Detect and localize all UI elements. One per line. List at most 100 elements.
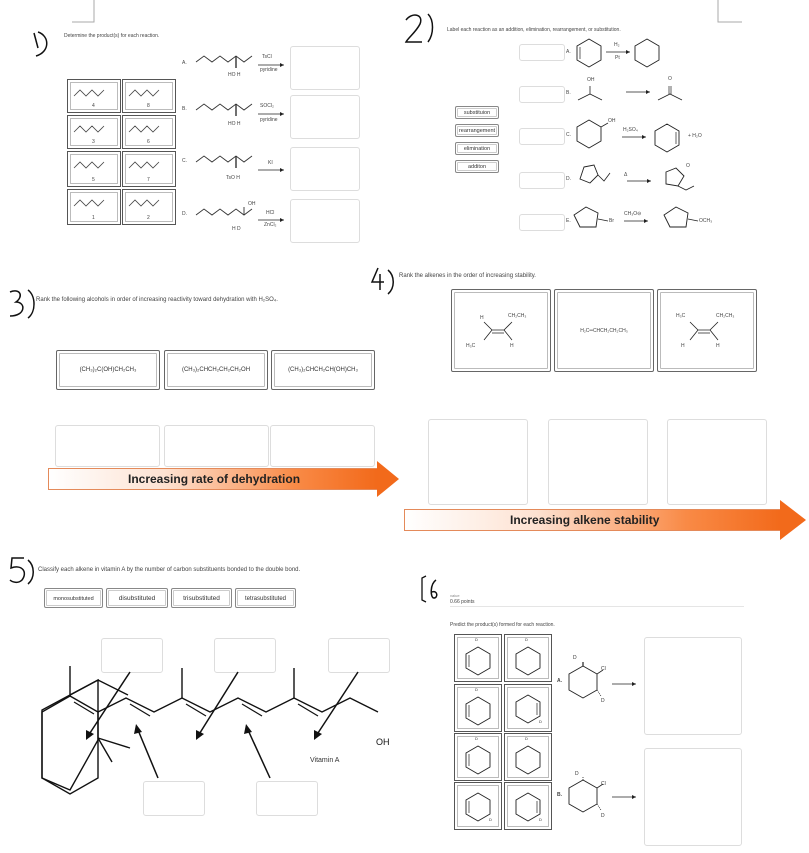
atom-label: H₃C bbox=[676, 313, 686, 319]
substituent-label: OH bbox=[248, 201, 256, 207]
rank-drop-zone-2[interactable] bbox=[164, 425, 269, 467]
answer-tile[interactable]: D bbox=[504, 733, 552, 781]
deuterium-label: D bbox=[475, 736, 478, 741]
reagent-label: ZnCl₂ bbox=[264, 222, 277, 228]
reaction-arrow bbox=[612, 795, 636, 799]
rank-drop-zone-3[interactable] bbox=[667, 419, 767, 505]
reactant-structure bbox=[568, 662, 604, 699]
answer-tile[interactable]: D bbox=[454, 733, 502, 781]
alcohol-option[interactable]: (CH₃)₂CHCH₂CH(OH)CH₃ bbox=[271, 350, 375, 390]
answer-tile[interactable]: 6 bbox=[122, 115, 176, 149]
product-drop-zone[interactable] bbox=[290, 46, 360, 90]
alcohol-option[interactable]: (CH₃)₂CHCH₂CH₂CH₂OH bbox=[164, 350, 268, 390]
answer-tile[interactable]: D bbox=[454, 634, 502, 682]
classification-option-monosubstituted[interactable]: monosubstituted bbox=[44, 588, 103, 608]
rank-drop-zone-2[interactable] bbox=[548, 419, 648, 505]
product-drop-zone[interactable] bbox=[644, 637, 742, 735]
reactant-structure bbox=[577, 86, 603, 101]
alkene-bond bbox=[483, 321, 513, 341]
classification-drop-zone[interactable] bbox=[214, 638, 276, 673]
answer-tile[interactable]: D bbox=[454, 684, 502, 732]
label-option-addition[interactable]: additon bbox=[455, 160, 499, 173]
reaction-arrow bbox=[258, 218, 284, 222]
label-drop-zone[interactable] bbox=[519, 128, 565, 145]
answer-tile[interactable]: 5 bbox=[67, 151, 121, 187]
score-caption: value bbox=[450, 593, 460, 598]
answer-tile[interactable]: 4 bbox=[67, 79, 121, 113]
substituent-label: OH bbox=[587, 77, 595, 83]
tile-number: 1 bbox=[92, 215, 95, 221]
label-drop-zone[interactable] bbox=[519, 214, 565, 231]
skeletal-structure bbox=[128, 199, 160, 207]
chlorine-label: Cl bbox=[601, 666, 606, 672]
rank-drop-zone-1[interactable] bbox=[428, 419, 528, 505]
substituent-label: HO H bbox=[228, 72, 241, 78]
option-label: disubstituted bbox=[118, 595, 156, 602]
substituent-label: TsO H bbox=[226, 175, 240, 181]
classification-drop-zone[interactable] bbox=[143, 781, 205, 816]
cyclohexanol-structure bbox=[576, 119, 609, 149]
product-drop-zone[interactable] bbox=[290, 147, 360, 191]
cyclohexene-structure bbox=[515, 792, 541, 822]
label-option-substitution[interactable]: substituion bbox=[455, 106, 499, 119]
option-label: trisubstituted bbox=[183, 595, 220, 602]
classification-drop-zone[interactable] bbox=[328, 638, 390, 673]
reaction-label: B. bbox=[566, 90, 571, 96]
atom-label: H₃C bbox=[466, 343, 476, 349]
reactant-structure bbox=[195, 155, 253, 168]
reagent-label: CH₃O⊖ bbox=[624, 211, 642, 217]
answer-tile[interactable]: D bbox=[454, 782, 502, 830]
question-3-prompt: Rank the following alcohols in order of … bbox=[36, 297, 278, 303]
cyclopentyl-ether-structure bbox=[663, 206, 699, 228]
rank-drop-zone-3[interactable] bbox=[270, 425, 375, 467]
substituent-label: OCH₃ bbox=[699, 218, 713, 224]
reaction-label: B. bbox=[182, 106, 187, 112]
vitamin-a-structure bbox=[41, 666, 379, 795]
alkene-option[interactable] bbox=[657, 289, 757, 372]
answer-tile[interactable]: 2 bbox=[122, 189, 176, 225]
cyclohexene-structure bbox=[465, 745, 491, 775]
product-drop-zone[interactable] bbox=[644, 748, 742, 846]
classification-option-tetrasubstituted[interactable]: tetrasubstituted bbox=[235, 588, 296, 608]
answer-tile[interactable]: D bbox=[504, 684, 552, 732]
skeletal-structure bbox=[73, 89, 105, 97]
product-drop-zone[interactable] bbox=[290, 199, 360, 243]
classification-option-trisubstituted[interactable]: trisubstituted bbox=[171, 588, 232, 608]
dehydration-rate-arrow: Increasing rate of dehydration bbox=[48, 461, 400, 497]
classification-drop-zone[interactable] bbox=[256, 781, 318, 816]
tile-number: 3 bbox=[92, 139, 95, 145]
label-drop-zone[interactable] bbox=[519, 44, 565, 61]
cyclohexene-structure bbox=[465, 646, 491, 676]
alkene-option[interactable] bbox=[451, 289, 551, 372]
scan-corner-mark bbox=[717, 0, 742, 23]
atom-label: CH₂CH₃ bbox=[716, 313, 735, 319]
answer-tile[interactable]: 1 bbox=[67, 189, 121, 225]
product-drop-zone[interactable] bbox=[290, 95, 360, 139]
answer-tile[interactable]: 7 bbox=[122, 151, 176, 187]
answer-tile[interactable]: D bbox=[504, 634, 552, 682]
deuterium-label: D bbox=[601, 813, 605, 819]
rank-drop-zone-1[interactable] bbox=[55, 425, 160, 467]
label-option-elimination[interactable]: elimination bbox=[455, 142, 499, 155]
label-drop-zone[interactable] bbox=[519, 172, 565, 189]
reagent-label: Pt bbox=[615, 55, 620, 61]
answer-tile[interactable]: 8 bbox=[122, 79, 176, 113]
classification-drop-zone[interactable] bbox=[101, 638, 163, 673]
cyclohexene-structure bbox=[515, 694, 541, 724]
tile-number: 8 bbox=[147, 103, 150, 109]
alcohol-option[interactable]: (CH₃)₂C(OH)CH₂CH₃ bbox=[56, 350, 160, 390]
alcohol-formula: (CH₃)₂CHCH₂CH(OH)CH₃ bbox=[288, 367, 358, 373]
substituent-label: OH bbox=[608, 118, 616, 124]
answer-tile[interactable]: D bbox=[504, 782, 552, 830]
label-drop-zone[interactable] bbox=[519, 86, 565, 103]
alkene-option[interactable]: H₂C═CHCH₂CH₂CH₃ bbox=[554, 289, 654, 372]
reactant-structure bbox=[195, 103, 253, 116]
tile-number: 2 bbox=[147, 215, 150, 221]
deuterium-label: D bbox=[539, 817, 542, 822]
label-option-rearrangement[interactable]: rearrangement bbox=[455, 124, 499, 137]
classification-option-disubstituted[interactable]: disubstituted bbox=[106, 588, 168, 608]
answer-tile[interactable]: 3 bbox=[67, 115, 121, 149]
substituent-label: Br bbox=[609, 218, 614, 224]
skeletal-structure bbox=[73, 125, 105, 133]
option-label: tetrasubstituted bbox=[244, 596, 287, 602]
